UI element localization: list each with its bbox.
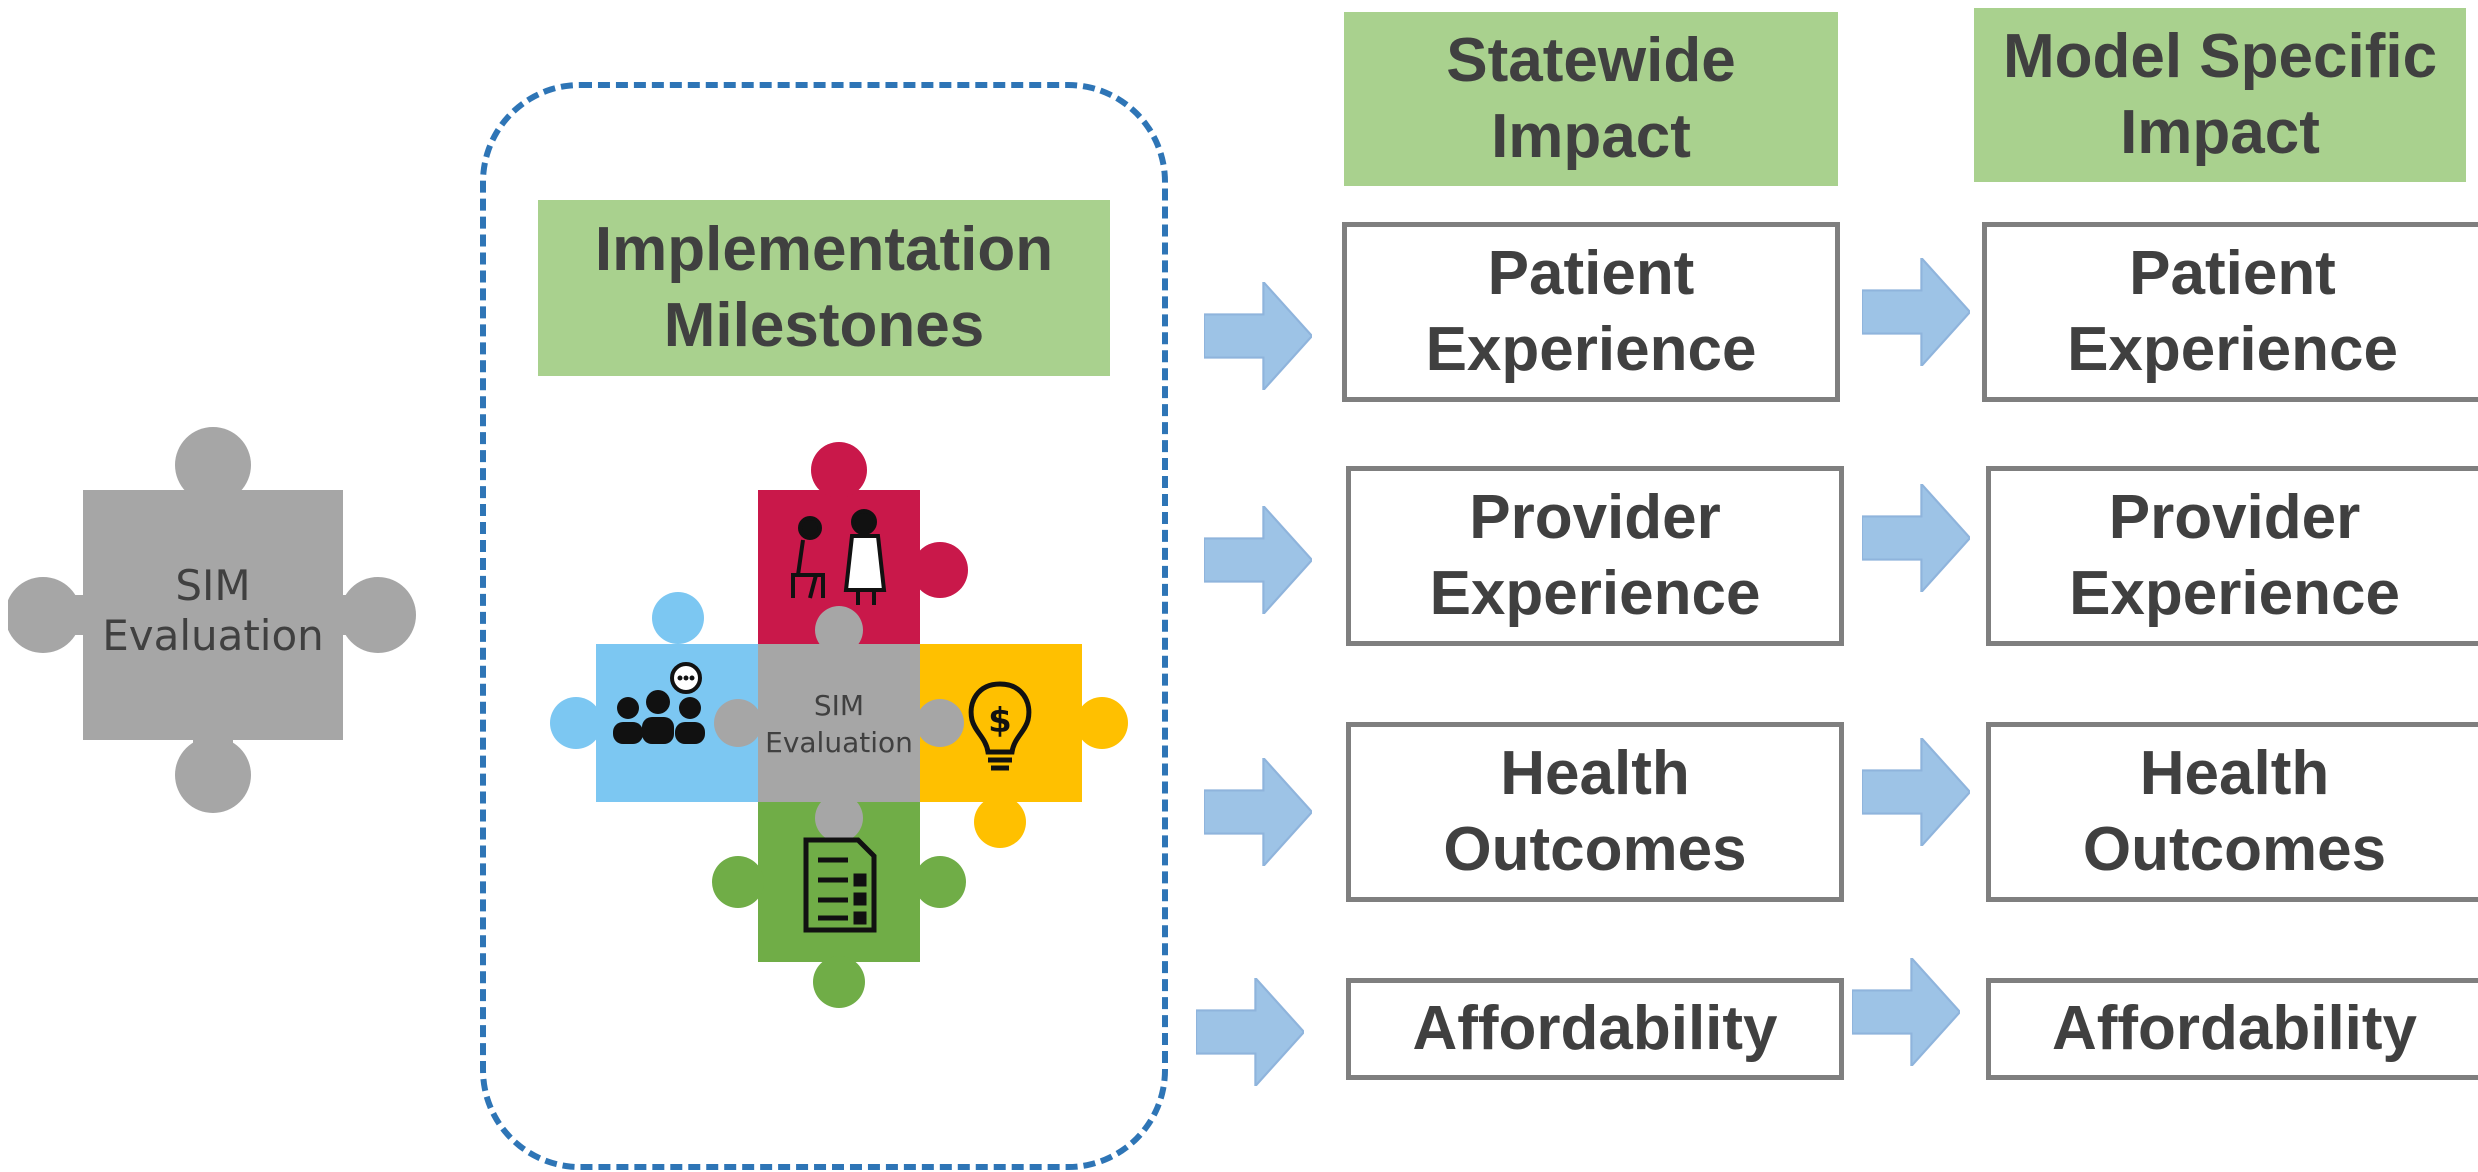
model-patient-experience-box: Patient Experience [1982,222,2478,402]
arrow-right-icon [1852,958,1960,1066]
checklist-document-icon [803,837,877,933]
model-affordability-box: Affordability [1986,978,2478,1080]
group-chat-icon [613,662,705,744]
center-grey-puzzle-piece [714,606,964,842]
arrow-right-icon [1862,258,1970,366]
statewide-health-outcomes-box: Health Outcomes [1346,722,1844,902]
left-piece-label-line2: Evaluation [102,611,324,660]
left-piece-label-line1: SIM [175,561,250,610]
lightbulb-dollar-icon: $ [968,681,1032,771]
arrow-right-icon [1196,978,1304,1086]
statewide-provider-experience-box: Provider Experience [1346,466,1844,646]
svg-text:$: $ [988,701,1012,741]
arrow-right-icon [1204,506,1312,614]
model-specific-impact-header: Model Specific Impact [1974,8,2466,182]
center-piece-label-line2: Evaluation [765,726,913,759]
center-piece-label-line1: SIM [814,689,864,722]
arrow-right-icon [1204,282,1312,390]
implementation-milestones-container [480,82,1168,1170]
model-health-outcomes-box: Health Outcomes [1986,722,2478,902]
sim-evaluation-puzzle-piece: SIM Evaluation [8,427,416,813]
arrow-right-icon [1204,758,1312,866]
arrow-right-icon [1862,484,1970,592]
model-provider-experience-box: Provider Experience [1986,466,2478,646]
blue-puzzle-piece [550,592,760,802]
statewide-impact-header: Statewide Impact [1344,12,1838,186]
yellow-puzzle-piece [918,644,1128,848]
puzzle-cluster: SIM Evaluation $ [550,442,1128,1008]
implementation-milestones-header: Implementation Milestones [538,200,1110,376]
patient-doctor-icon [791,509,887,605]
arrow-right-icon [1862,738,1970,846]
statewide-affordability-box: Affordability [1346,978,1844,1080]
statewide-patient-experience-box: Patient Experience [1342,222,1840,402]
